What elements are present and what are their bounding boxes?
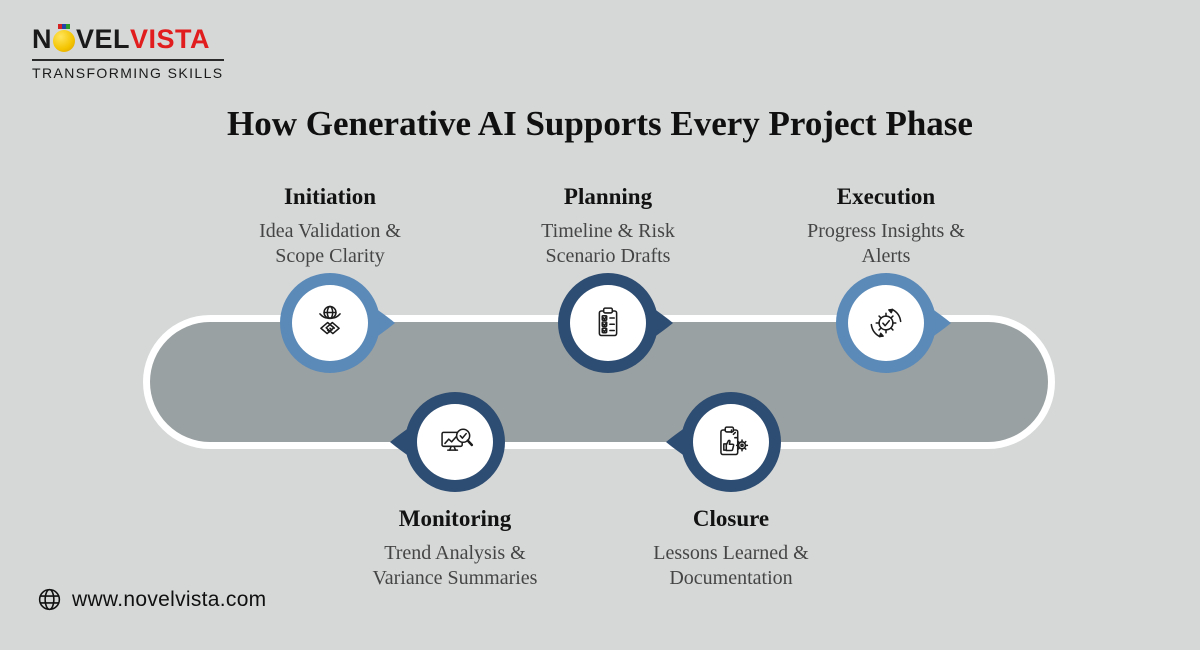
phase-description: Progress Insights & Alerts: [807, 220, 965, 267]
logo-letters-vel: VEL: [76, 24, 131, 54]
pointer-tail: [931, 308, 951, 338]
phase-title: Closure: [692, 506, 770, 531]
phase-title: Planning: [563, 184, 653, 209]
logo-letter-n: N: [32, 24, 52, 54]
phase-title: Execution: [836, 184, 936, 209]
phase-label-monitoring: Monitoring Trend Analysis & Variance Sum…: [295, 506, 615, 591]
phase-label-planning: Planning Timeline & Risk Scenario Drafts: [448, 184, 768, 269]
phase-description: Idea Validation & Scope Clarity: [259, 220, 401, 267]
clipboard-checklist-icon: [598, 307, 618, 337]
circle-inner: [570, 285, 646, 361]
gear-check-icon: [870, 308, 902, 338]
phase-circle-planning: [558, 273, 673, 373]
phase-label-initiation: Initiation Idea Validation & Scope Clari…: [170, 184, 490, 269]
circle-inner: [417, 404, 493, 480]
page-title: How Generative AI Supports Every Project…: [227, 104, 973, 143]
pointer-tail: [375, 308, 395, 338]
footer: www.novelvista.com: [36, 586, 266, 613]
phase-circle-monitoring: [390, 392, 505, 492]
novelvista-logo: N VEL VISTA TRANSFORMING SKILLS: [32, 23, 224, 81]
phase-label-execution: Execution Progress Insights & Alerts: [726, 184, 1046, 269]
circle-inner: [292, 285, 368, 361]
phase-title: Monitoring: [398, 506, 512, 531]
website-url: www.novelvista.com: [72, 587, 267, 611]
clipboard-thumbsup-gear-icon: [720, 426, 749, 456]
globe-icon: [38, 588, 61, 611]
phase-description: Trend Analysis & Variance Summaries: [372, 542, 538, 589]
phase-title: Initiation: [283, 184, 377, 209]
phase-label-closure: Closure Lessons Learned & Documentation: [571, 506, 891, 591]
logo-letters-vista: VISTA: [130, 24, 211, 54]
circle-inner: [848, 285, 924, 361]
circle-inner: [693, 404, 769, 480]
phase-circle-initiation: [280, 273, 395, 373]
phase-description: Lessons Learned & Documentation: [653, 542, 809, 589]
logo-tagline: TRANSFORMING SKILLS: [32, 59, 224, 81]
handshake-globe-icon: [319, 305, 341, 335]
logo-wordmark: N VEL VISTA: [32, 23, 224, 55]
monitor-magnifier-icon: [441, 428, 474, 451]
phase-circle-execution: [836, 273, 951, 373]
logo-medal-icon: [53, 23, 75, 52]
pointer-tail: [653, 308, 673, 338]
phase-circle-closure: [666, 392, 781, 492]
phase-description: Timeline & Risk Scenario Drafts: [541, 220, 675, 267]
